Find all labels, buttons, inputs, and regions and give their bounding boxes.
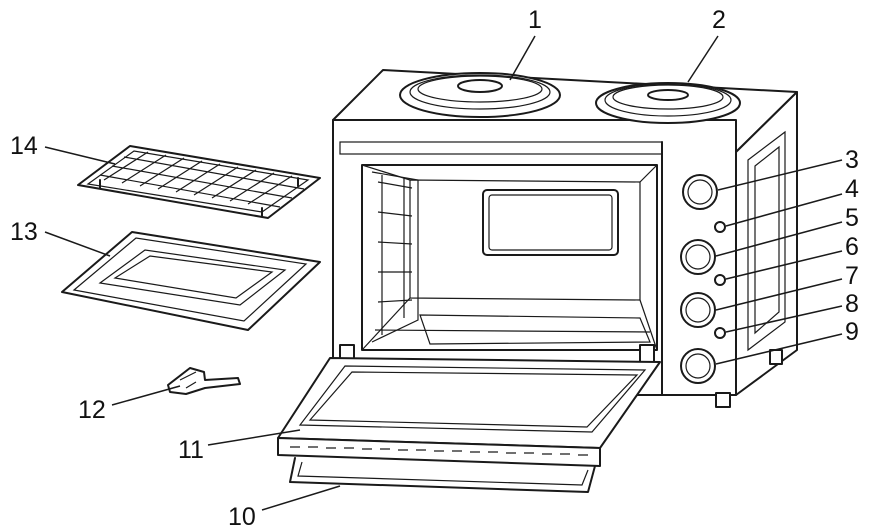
leader-11 xyxy=(207,429,301,446)
callout-6: 6 xyxy=(845,233,859,261)
door-handle xyxy=(289,457,596,493)
control-knob-2 xyxy=(680,239,716,275)
leader-6 xyxy=(725,250,843,280)
hot-plate-right xyxy=(595,82,741,124)
callout-11: 11 xyxy=(178,436,204,464)
leader-12 xyxy=(111,385,181,406)
callout-13: 13 xyxy=(10,218,38,246)
leader-8 xyxy=(725,305,843,333)
leader-7 xyxy=(715,278,843,311)
indicator-light-3 xyxy=(714,327,726,339)
oven-cavity xyxy=(361,164,658,351)
callout-12: 12 xyxy=(78,396,106,424)
leader-3 xyxy=(717,159,843,191)
callout-1: 1 xyxy=(528,6,542,34)
callout-8: 8 xyxy=(845,290,859,318)
callout-4: 4 xyxy=(845,175,859,203)
control-knob-4 xyxy=(680,348,716,384)
leader-5 xyxy=(715,221,843,257)
leader-10 xyxy=(261,485,341,511)
leader-9 xyxy=(715,333,843,365)
hot-plate-left xyxy=(399,72,561,118)
control-panel xyxy=(680,174,726,384)
callout-14: 14 xyxy=(10,132,38,160)
callout-10: 10 xyxy=(228,503,256,531)
indicator-light-2 xyxy=(714,274,726,286)
oven-door xyxy=(277,344,661,467)
leader-13 xyxy=(44,231,111,257)
callout-numbers: 1 2 3 4 5 6 7 8 9 10 11 12 13 14 xyxy=(10,6,859,531)
callout-9: 9 xyxy=(845,318,859,346)
tray-handle xyxy=(167,367,241,395)
wire-rack xyxy=(77,145,321,219)
leader-14 xyxy=(44,146,116,165)
leader-lines xyxy=(44,35,843,511)
control-knob-3 xyxy=(680,292,716,328)
indicator-light-1 xyxy=(714,221,726,233)
leader-1 xyxy=(509,35,536,81)
callout-7: 7 xyxy=(845,262,859,290)
leader-4 xyxy=(725,193,843,227)
callout-5: 5 xyxy=(845,204,859,232)
leader-2 xyxy=(687,35,719,83)
callout-3: 3 xyxy=(845,146,859,174)
control-knob-1 xyxy=(682,174,718,210)
baking-tray xyxy=(61,231,321,331)
callout-2: 2 xyxy=(712,6,726,34)
